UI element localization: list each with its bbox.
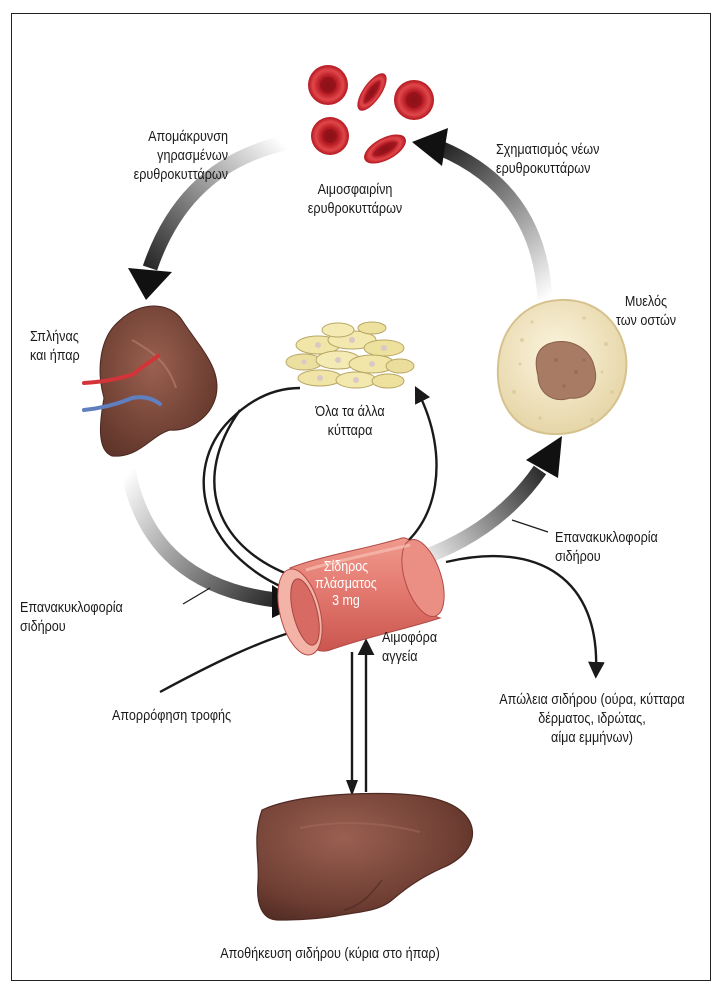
blood-vessel-illustration xyxy=(277,537,445,656)
rbc-cell xyxy=(308,65,348,105)
other-cells-illustration xyxy=(285,321,415,389)
rbc-cell xyxy=(357,73,387,111)
label-removal: Απομάκρυνση γηρασμένων ερυθροκυττάρων xyxy=(133,128,228,183)
arrow-recirc-left xyxy=(120,468,277,608)
cycle-arrows xyxy=(120,128,562,618)
bone-marrow-illustration xyxy=(496,298,628,436)
label-plasma-iron: Σίδηρος πλάσματος 3 mg xyxy=(315,559,377,609)
spleen-vein xyxy=(82,395,162,412)
spleen-illustration xyxy=(82,305,218,457)
label-blood-vessels: Αιμοφόρα αγγεία xyxy=(382,629,438,665)
arrow-absorption xyxy=(159,622,313,694)
figure-frame xyxy=(11,13,711,981)
label-recirc-right: Επανακυκλοφορία σιδήρου xyxy=(555,529,658,565)
arrow-to-liver-head xyxy=(346,780,358,796)
arrow-removal-head xyxy=(128,268,172,300)
label-iron-loss: Απώλεια σιδήρου (ούρα, κύτταρα δέρματος,… xyxy=(499,691,685,746)
label-bone-marrow: Μυελός των οστών xyxy=(615,293,677,329)
rbc-cell xyxy=(394,80,434,120)
rbc-cell xyxy=(364,134,406,164)
label-absorption: Απορρόφηση τροφής xyxy=(112,707,232,724)
spleen-artery xyxy=(82,354,160,385)
label-recirc-left: Επανακυκλοφορία σιδήρου xyxy=(20,599,123,635)
leader-recirc-right xyxy=(511,519,549,533)
label-iron-storage: Αποθήκευση σιδήρου (κύρια στο ήπαρ) xyxy=(220,945,440,962)
arrow-recirc-right-head xyxy=(526,436,562,478)
arrow-iron-loss xyxy=(445,554,605,679)
label-spleen-liver: Σπλήνας και ήπαρ xyxy=(30,328,80,364)
arrow-formation-head xyxy=(412,128,448,166)
label-rbc-hemoglobin: Αιμοσφαιρίνη ερυθροκυττάρων xyxy=(307,181,403,217)
label-formation: Σχηματισμός νέων ερυθροκυττάρων xyxy=(496,141,600,177)
rbc-cell xyxy=(311,117,349,155)
arrow-loop-left-2 xyxy=(213,409,305,583)
arrow-recirc-right xyxy=(407,465,547,570)
liver-illustration xyxy=(256,792,474,921)
red-blood-cells xyxy=(308,65,434,164)
arrow-loop-left xyxy=(202,386,303,597)
label-other-cells: Όλα τα άλλα κύτταρα xyxy=(315,403,385,439)
arrow-formation xyxy=(437,141,553,301)
arrow-removal xyxy=(142,135,287,271)
leader-recirc-left xyxy=(182,587,211,605)
